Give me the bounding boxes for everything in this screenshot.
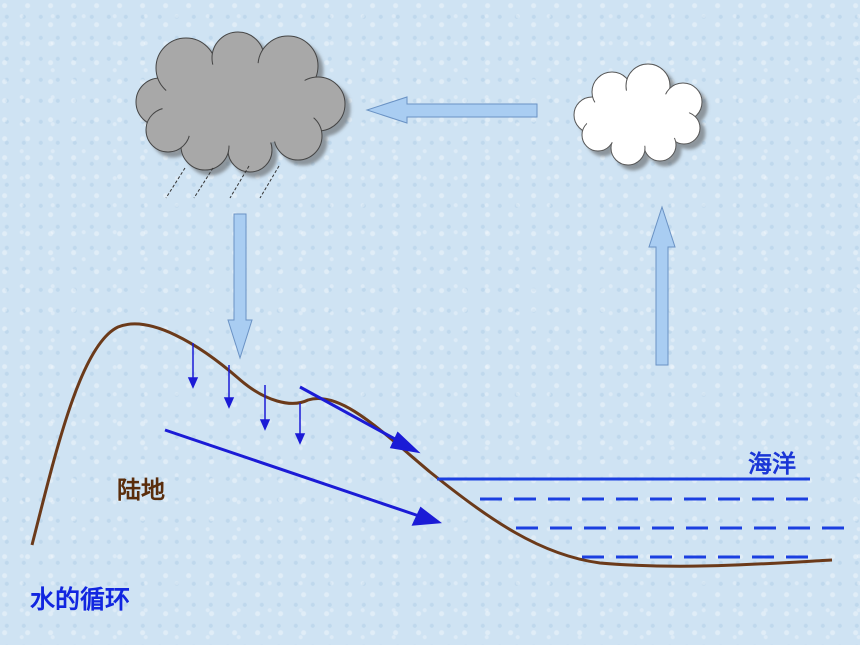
terrain-line [30, 322, 833, 568]
surface-runoff-arrow [299, 385, 421, 454]
cloud-transport-left-arrow [365, 96, 538, 124]
groundwater-flow-arrow [164, 428, 443, 526]
precipitation-down-arrow [227, 213, 253, 360]
rain-cloud-icon [135, 31, 346, 173]
infiltration-arrows [187, 343, 306, 445]
ocean-label: 海洋 [748, 450, 796, 478]
diagram-title: 水的循环 [30, 585, 131, 614]
ocean-lines [437, 477, 848, 559]
evaporation-up-arrow [648, 205, 676, 366]
rain-streaks [165, 165, 280, 199]
white-cloud-icon [573, 63, 703, 166]
land-label: 陆地 [117, 476, 165, 504]
